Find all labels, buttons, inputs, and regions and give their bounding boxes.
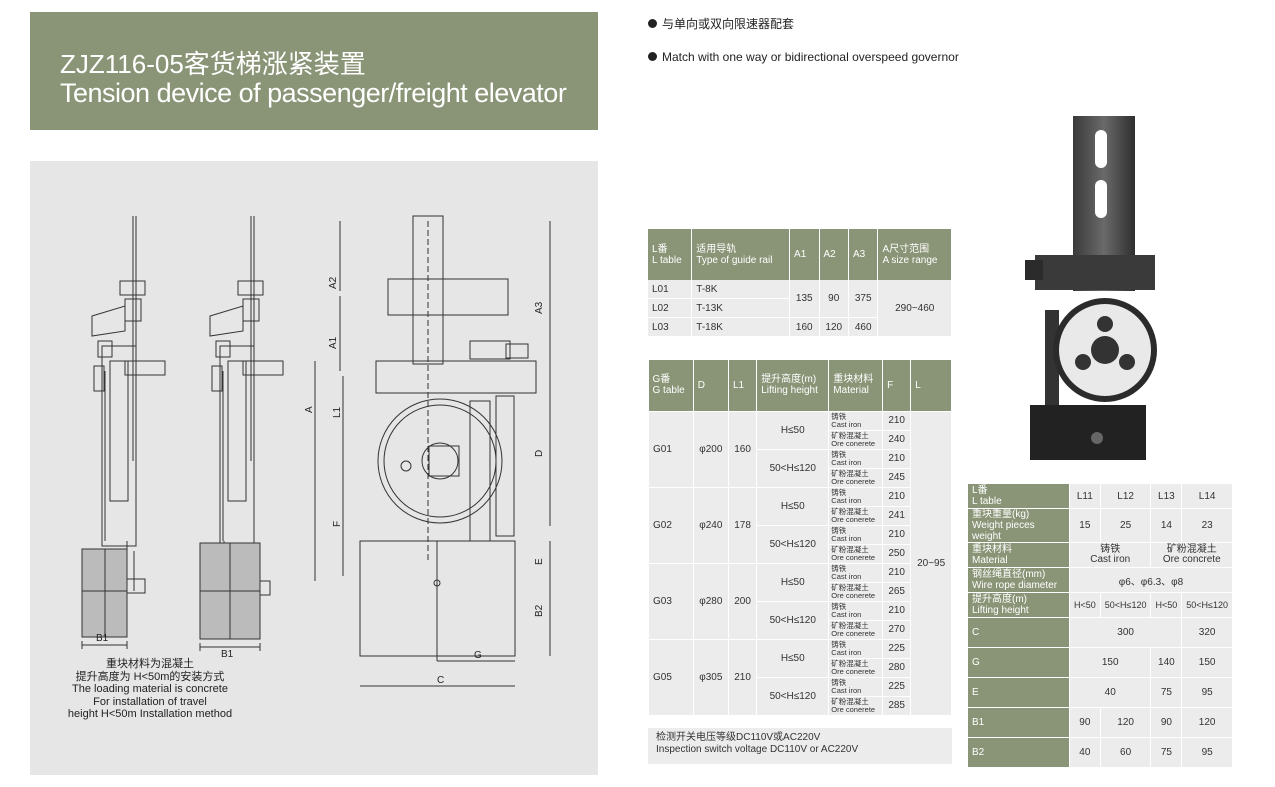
bullet-dot-icon <box>648 52 657 61</box>
dim-a3-label: A3 <box>534 301 545 314</box>
installation-note: 重块材料为混凝土 提升高度为 H<50m的安装方式 The loading ma… <box>67 658 233 720</box>
g-table-header-lift: 提升高度(m)Lifting height <box>756 360 830 411</box>
l-table-header-a2: A2 <box>819 229 849 280</box>
voltage-note: 检测开关电压等级DC110V或AC220V Inspection switch … <box>648 728 952 764</box>
technical-drawing-panel: A2 A1 A L1 F A3 D E B2 G C B1 B1 重块材料为混凝… <box>30 161 598 775</box>
dim-a1-label: A1 <box>328 336 339 349</box>
l-value: 20~95 <box>910 410 952 716</box>
l-table-header-a1: A1 <box>789 229 820 280</box>
technical-drawing: A2 A1 A L1 F A3 D E B2 G C B1 B1 <box>81 215 551 687</box>
title-banner: ZJZ116-05客货梯涨紧装置 Tension device of passe… <box>30 12 598 130</box>
dim-b1-middle-label: B1 <box>221 649 234 660</box>
dim-a2-label: A2 <box>328 276 339 289</box>
bullet-zh: 与单向或双向限速器配套 <box>648 15 794 32</box>
bullet-dot-icon <box>648 19 657 28</box>
dim-a-label: A <box>304 406 315 413</box>
dim-d-label: D <box>534 450 545 457</box>
title-english: Tension device of passenger/freight elev… <box>60 78 567 108</box>
dim-e-label: E <box>534 558 545 565</box>
g-table-header-d: D <box>693 360 730 411</box>
g-table-header-f: F <box>882 360 912 411</box>
l-table-header-a3: A3 <box>848 229 879 280</box>
dim-c-label: C <box>437 675 444 686</box>
bullet-en: Match with one way or bidirectional over… <box>648 50 959 64</box>
dim-g-label: G <box>474 650 482 661</box>
dim-b2-label: B2 <box>534 604 545 617</box>
dim-l1-label: L1 <box>332 406 343 418</box>
table-row: 钢丝绳直径(mm)Wire rope diameter φ6、φ6.3、φ8 <box>967 567 1234 593</box>
g-table-header-l: L <box>910 360 952 411</box>
product-photo <box>1025 116 1157 460</box>
title-chinese: ZJZ116-05客货梯涨紧装置 <box>60 49 366 79</box>
g-table-header-l1: L1 <box>728 360 758 411</box>
dim-f-label: F <box>332 521 343 527</box>
dim-b1-left-label: B1 <box>96 633 109 644</box>
